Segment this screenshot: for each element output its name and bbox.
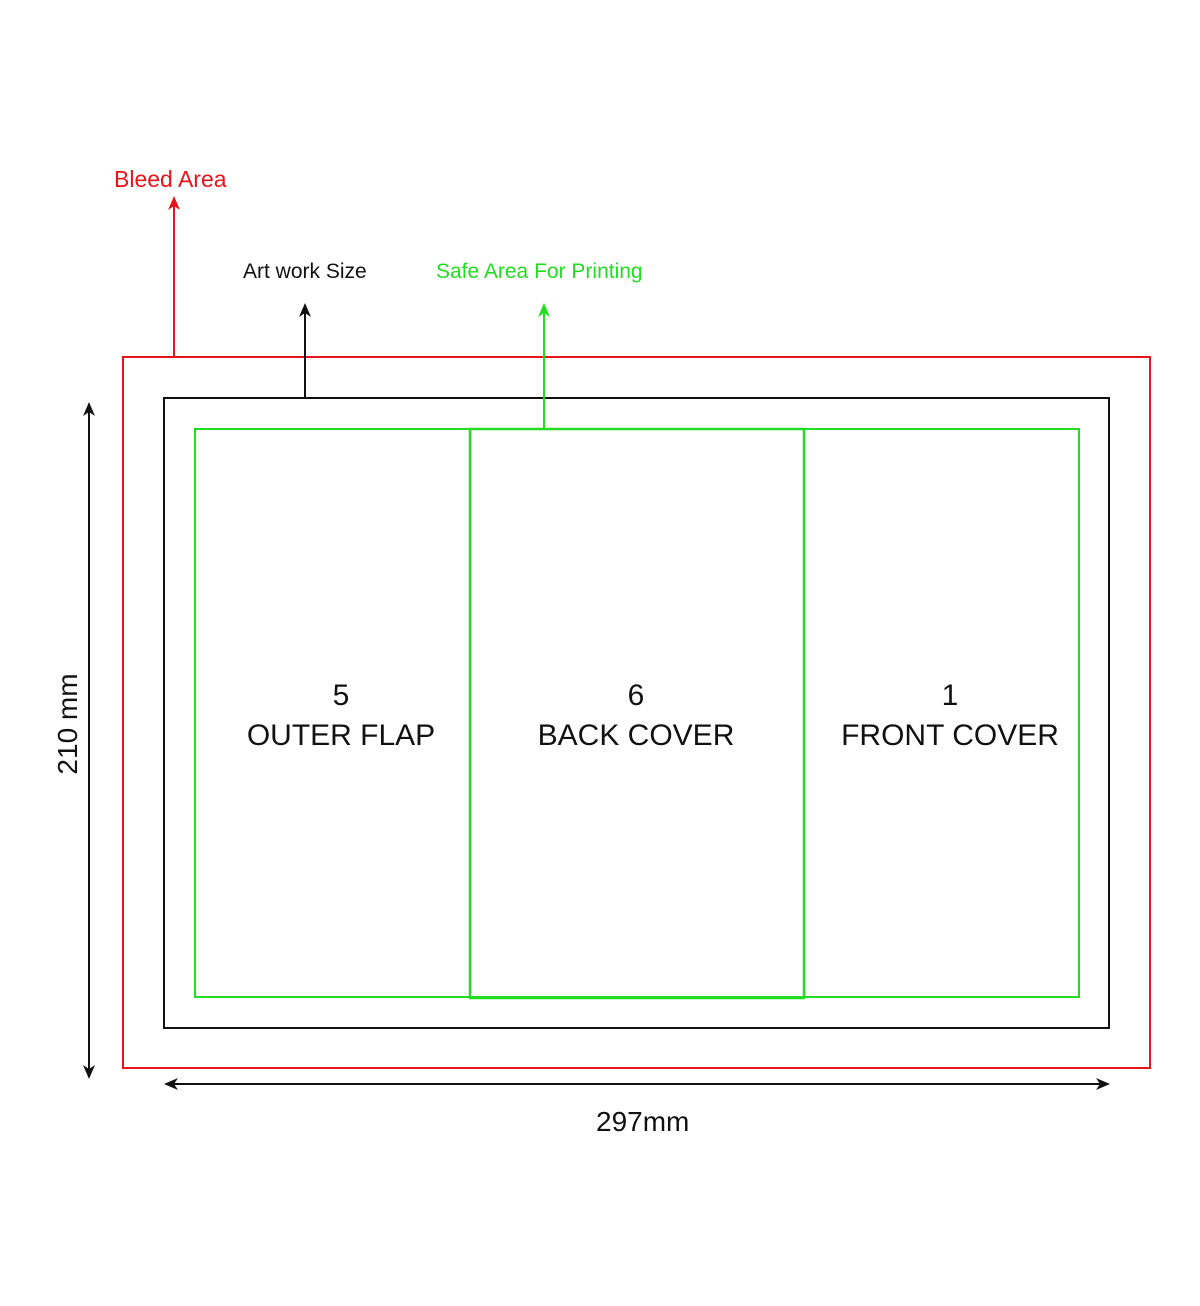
- panel-back-cover: 6 BACK COVER: [538, 676, 735, 755]
- back-cover-panel-frame: [468, 427, 806, 1000]
- panel-front-cover: 1 FRONT COVER: [841, 676, 1059, 755]
- bleed-area-label: Bleed Area: [114, 166, 227, 192]
- panel-number: 6: [627, 679, 645, 712]
- safe-area-label: Safe Area For Printing: [436, 260, 643, 283]
- panel-name: OUTER FLAP: [246, 718, 436, 752]
- width-dimension-label: 297mm: [596, 1106, 690, 1137]
- bleed-area-frame: [122, 356, 1151, 1069]
- height-dimension-label: 210 mm: [52, 673, 83, 775]
- panel-number: 5: [332, 679, 350, 712]
- panel-number: 1: [941, 679, 959, 712]
- artwork-size-frame: [163, 397, 1110, 1029]
- panel-name: FRONT COVER: [841, 718, 1059, 752]
- panel-outer-flap: 5 OUTER FLAP: [247, 676, 435, 755]
- panel-name: BACK COVER: [537, 718, 735, 752]
- artwork-size-label: Art work Size: [243, 260, 367, 283]
